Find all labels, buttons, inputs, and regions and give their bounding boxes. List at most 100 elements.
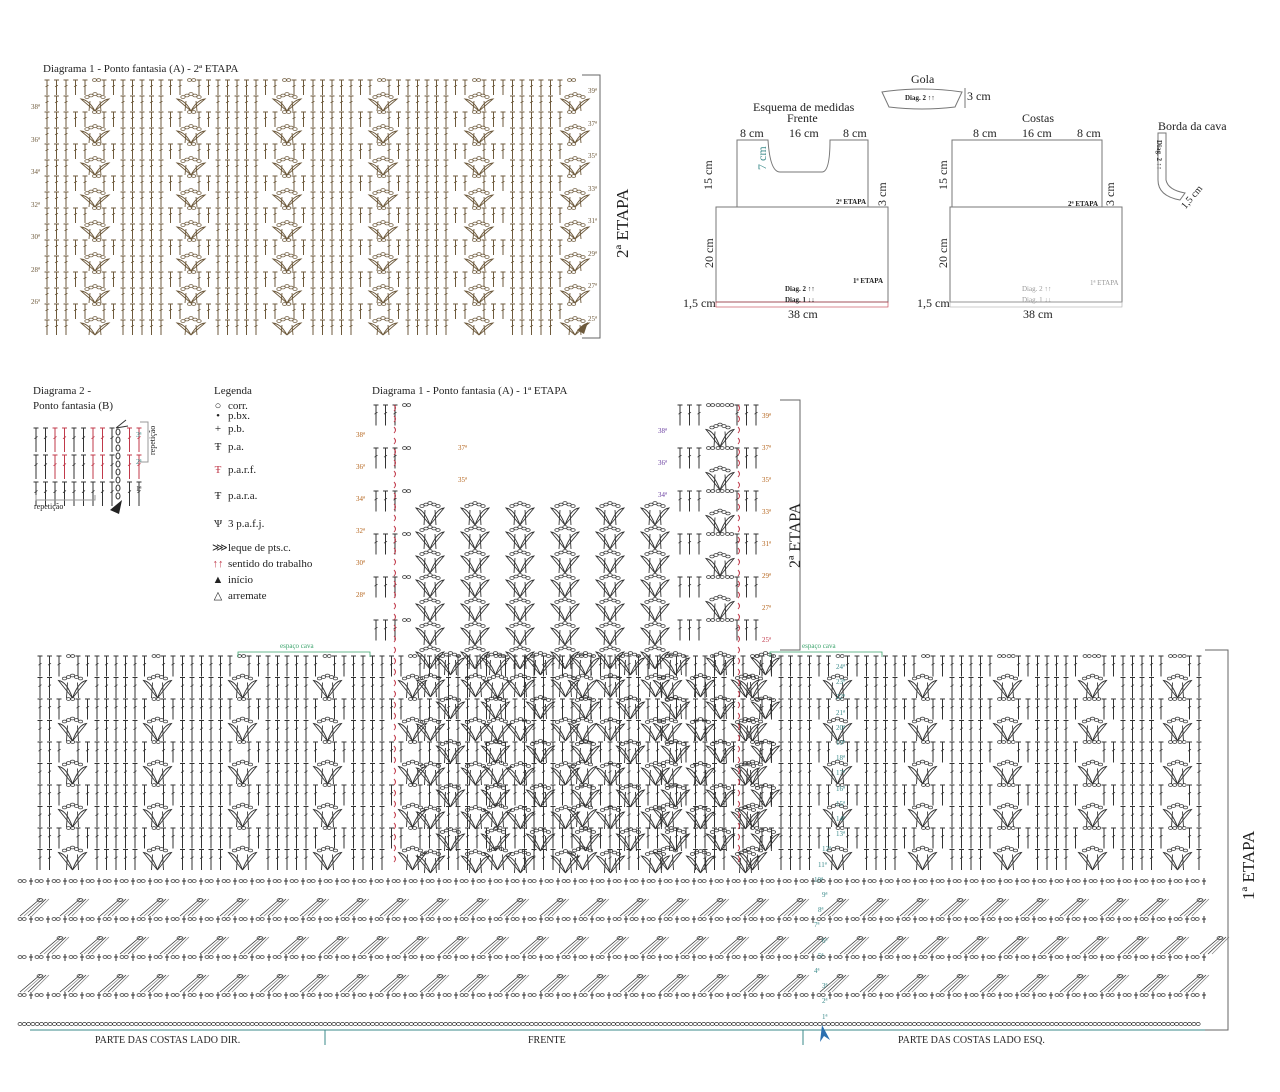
row-number: 12ª xyxy=(822,845,831,854)
row-number: 36ª xyxy=(356,463,365,471)
row-number: 15ª xyxy=(836,799,845,808)
diagram1-stage2-title: Diagrama 1 - Ponto fantasia (A) - 2ª ETA… xyxy=(43,63,239,75)
row-number: 6ª xyxy=(822,936,828,945)
row-number: 34ª xyxy=(658,491,667,499)
frente-height-upper: 15 cm xyxy=(701,160,715,190)
section-front: FRENTE xyxy=(528,1035,566,1046)
row-number: 20ª xyxy=(836,723,845,732)
legend-label: início xyxy=(228,574,254,586)
frente-stage2: 2ª ETAPA xyxy=(836,198,867,206)
costas-armhole: 3 cm xyxy=(1103,182,1117,206)
row-number: 1ª xyxy=(822,1012,828,1021)
row-number: 33ª xyxy=(588,184,597,193)
legend-label: p.a.r.a. xyxy=(228,490,258,502)
measurements-title: Esquema de medidas xyxy=(753,100,855,114)
three-dc-cluster-icon: Ѱ xyxy=(213,518,223,530)
row-number: 17ª xyxy=(836,769,845,778)
fan-icon: ⋙ xyxy=(212,542,228,554)
legend-item-finish-arrow: △arremate xyxy=(212,589,267,603)
row-number: 29ª xyxy=(588,249,597,258)
frente-armhole: 3 cm xyxy=(875,182,889,206)
legend-item-single-crochet-plus: +p.b. xyxy=(212,423,245,435)
frente-stage1: 1ª ETAPA xyxy=(853,277,884,285)
gola-title: Gola xyxy=(911,72,935,86)
row-number: 37ª xyxy=(762,444,771,452)
chain-oval-icon: ○ xyxy=(214,400,222,412)
stage1-label: 1ª ETAPA xyxy=(1239,830,1258,900)
row-number: 25ª xyxy=(762,636,771,644)
row-number: 26ª xyxy=(31,298,40,306)
diagram1-stage2-chart xyxy=(44,74,601,339)
row-number: 4ª xyxy=(814,967,820,975)
finish-arrow-icon: △ xyxy=(213,590,223,602)
row-number: 34ª xyxy=(356,495,365,503)
costas-height-lower: 20 cm xyxy=(936,238,950,268)
row-number: 30ª xyxy=(356,559,365,567)
slip-dot-icon: • xyxy=(216,410,220,422)
costas-width-mid: 16 cm xyxy=(1022,126,1052,140)
front-post-dc-icon: Ŧ xyxy=(214,464,222,476)
legend-item-three-dc-cluster: Ѱ 3 p.a.f.j. xyxy=(212,518,264,530)
costas-band: 1,5 cm xyxy=(917,296,950,310)
row-number: 21ª xyxy=(836,708,845,717)
row-number: 28ª xyxy=(356,591,365,599)
gola-label: Diag. 2 ↑↑ xyxy=(905,94,935,102)
row-number: 39ª xyxy=(762,412,771,420)
row-number: 5ª xyxy=(818,951,824,960)
row-number: 23ª xyxy=(836,678,845,687)
frente-band: 1,5 cm xyxy=(683,296,716,310)
legend-item-slip-dot: • p.bx. xyxy=(212,410,250,422)
row-number: 25ª xyxy=(588,314,597,323)
back-post-dc-icon: Ŧ xyxy=(214,490,222,502)
diagram2-subtitle: Ponto fantasia (B) xyxy=(33,400,114,412)
row-number: 2ª xyxy=(822,997,828,1006)
row-number: 38ª xyxy=(658,427,667,435)
borda-title: Borda da cava xyxy=(1158,119,1227,133)
legend-item-chain-oval: ○corr. xyxy=(212,400,248,412)
frente-width-left: 8 cm xyxy=(740,126,764,140)
diagram2-row-2: 2ª xyxy=(136,458,142,466)
row-number: 38ª xyxy=(31,103,40,111)
row-number: 33ª xyxy=(762,508,771,516)
row-number: 22ª xyxy=(836,693,845,702)
row-number: 24ª xyxy=(836,663,845,671)
legend-item-direction-arrows: ↑↑sentido do trabalho xyxy=(212,558,313,570)
diagram2-row-3: 3ª xyxy=(136,431,142,439)
legend-label: 3 p.a.f.j. xyxy=(228,518,265,530)
row-number: 31ª xyxy=(588,217,597,225)
row-number: 36ª xyxy=(658,459,667,467)
diagram2-repeat-horizontal: repetição xyxy=(34,502,64,511)
diagram2-row-1: 1ª xyxy=(136,485,142,493)
row-number: 19ª xyxy=(836,739,845,747)
row-number: 37ª xyxy=(458,444,467,452)
row-number: 7ª xyxy=(814,921,820,930)
double-crochet-icon: Ŧ xyxy=(214,441,222,453)
armhole-space-left: espaço cava xyxy=(280,642,314,650)
row-number: 32ª xyxy=(31,200,40,209)
diagram2-repeat-vertical: repetição xyxy=(148,425,157,455)
armhole-space-right: espaço cava xyxy=(802,642,836,650)
frente-height-lower: 20 cm xyxy=(702,238,716,268)
row-number: 36ª xyxy=(31,135,40,144)
row-number: 10ª xyxy=(814,875,823,884)
legend-label: leque de pts.c. xyxy=(228,541,291,554)
diagram1-stage1-title: Diagrama 1 - Ponto fantasia (A) - 1ª ETA… xyxy=(372,385,568,397)
frente-title: Frente xyxy=(787,111,818,125)
legend-label: p.bx. xyxy=(228,410,250,422)
legend-item-fan: ⋙leque de pts.c. xyxy=(212,541,291,555)
frente-diag2: Diag. 2 ↑↑ xyxy=(785,285,815,293)
row-number: 9ª xyxy=(822,891,828,899)
row-number: 29ª xyxy=(762,572,771,580)
row-number: 35ª xyxy=(588,152,597,160)
row-number: 27ª xyxy=(588,282,597,290)
costas-title: Costas xyxy=(1022,111,1055,125)
row-number: 35ª xyxy=(762,476,771,484)
costas-height-upper: 15 cm xyxy=(936,160,950,190)
row-number: 27ª xyxy=(762,604,771,612)
stage2-label-lower: 2ª ETAPA xyxy=(787,502,804,568)
diagram1-stage1-chart xyxy=(17,399,1230,1045)
direction-arrows-icon: ↑↑ xyxy=(212,558,224,570)
